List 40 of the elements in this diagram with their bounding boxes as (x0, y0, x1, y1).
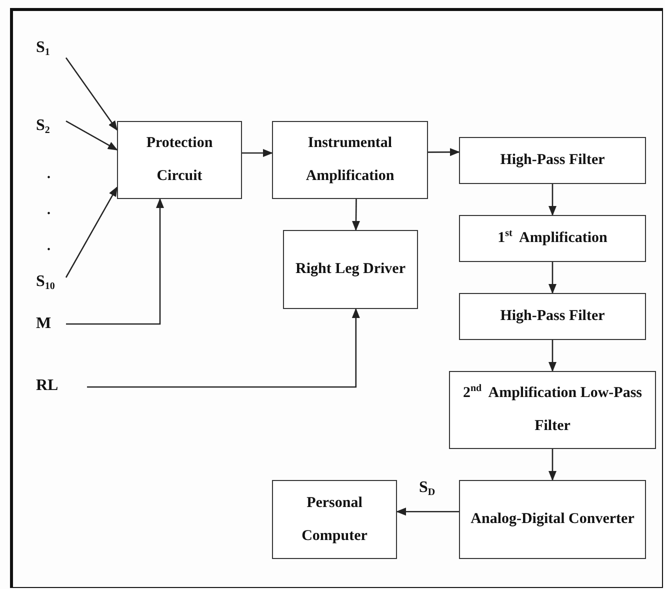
box-label: Analog-Digital Converter (470, 510, 636, 529)
arrow (428, 148, 460, 156)
arrow (65, 186, 118, 278)
process-box (459, 215, 646, 262)
arrow (66, 198, 164, 325)
process-box (117, 121, 242, 199)
box-label: High-Pass Filter (499, 307, 606, 326)
box-label: 1$^{st}$ Amplification (496, 227, 608, 248)
box-label: Instrumental Amplification (304, 134, 396, 186)
arrow (87, 308, 360, 388)
ellipsis-dot: . (47, 240, 50, 254)
ellipsis-dot: . (47, 204, 50, 218)
arrow (548, 449, 556, 481)
arrow (242, 148, 273, 157)
process-box (459, 480, 646, 559)
process-box (272, 480, 397, 559)
arrow (65, 57, 118, 131)
signal-label: M (36, 314, 52, 334)
box-label: High-Pass Filter (499, 151, 606, 170)
box-label: Right Leg Driver (294, 260, 406, 279)
signal-label: S$_{10}$ (36, 272, 55, 292)
arrow (548, 184, 556, 216)
arrow (352, 199, 360, 231)
arrow (396, 508, 459, 516)
arrow (548, 340, 556, 372)
process-box (459, 293, 646, 340)
edge-label: S$_{D}$ (418, 478, 436, 497)
box-label: Protection Circuit (145, 134, 214, 186)
signal-label: RL (36, 376, 58, 396)
signal-label: S$_{2}$ (36, 116, 50, 136)
box-label: Personal Computer (300, 494, 368, 546)
arrow (66, 120, 118, 150)
arrow (548, 262, 556, 294)
process-box (459, 137, 646, 184)
process-box (283, 230, 418, 309)
box-label: 2$^{nd}$ Amplification Low-Pass Filter (462, 382, 644, 436)
process-box (449, 371, 656, 449)
ellipsis-dot: . (47, 168, 50, 182)
signal-label: S$_{1}$ (36, 38, 50, 58)
process-box (272, 121, 428, 199)
